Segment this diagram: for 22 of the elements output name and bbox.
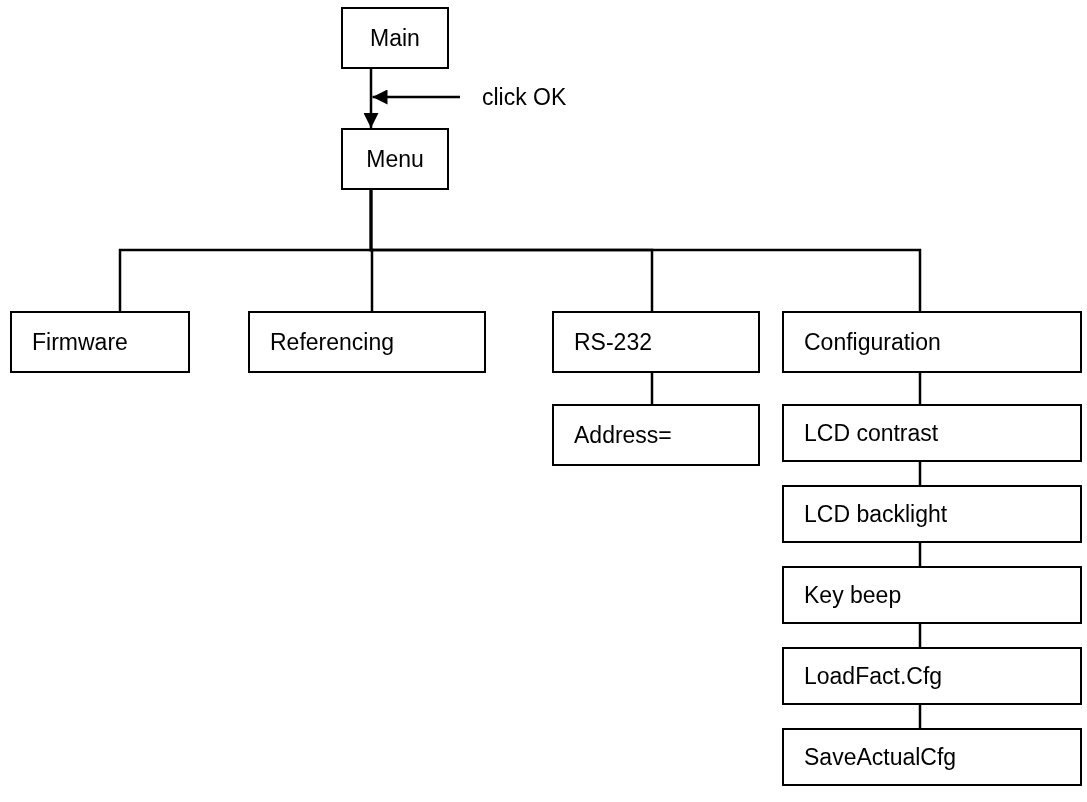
connector-line [918,373,922,404]
connector-line [369,190,922,311]
menu-box: RS-232 [552,311,760,373]
connector-line [918,705,922,728]
menu-box: Firmware [10,311,190,373]
arrow [372,89,460,105]
connector-line [918,462,922,485]
menu-box: Key beep [782,566,1082,624]
menu-box: Menu [341,128,449,190]
arrow [363,69,379,128]
menu-box: LCD contrast [782,404,1082,462]
menu-box: SaveActualCfg [782,728,1082,786]
menu-box: Configuration [782,311,1082,373]
menu-box: Referencing [248,311,486,373]
connector-line [650,373,654,404]
connector-line [918,624,922,647]
menu-box: Address= [552,404,760,466]
menu-box: LoadFact.Cfg [782,647,1082,705]
connector-line [918,543,922,566]
note-text: click OK [460,74,600,120]
menu-box: Main [341,7,449,69]
menu-box: LCD backlight [782,485,1082,543]
